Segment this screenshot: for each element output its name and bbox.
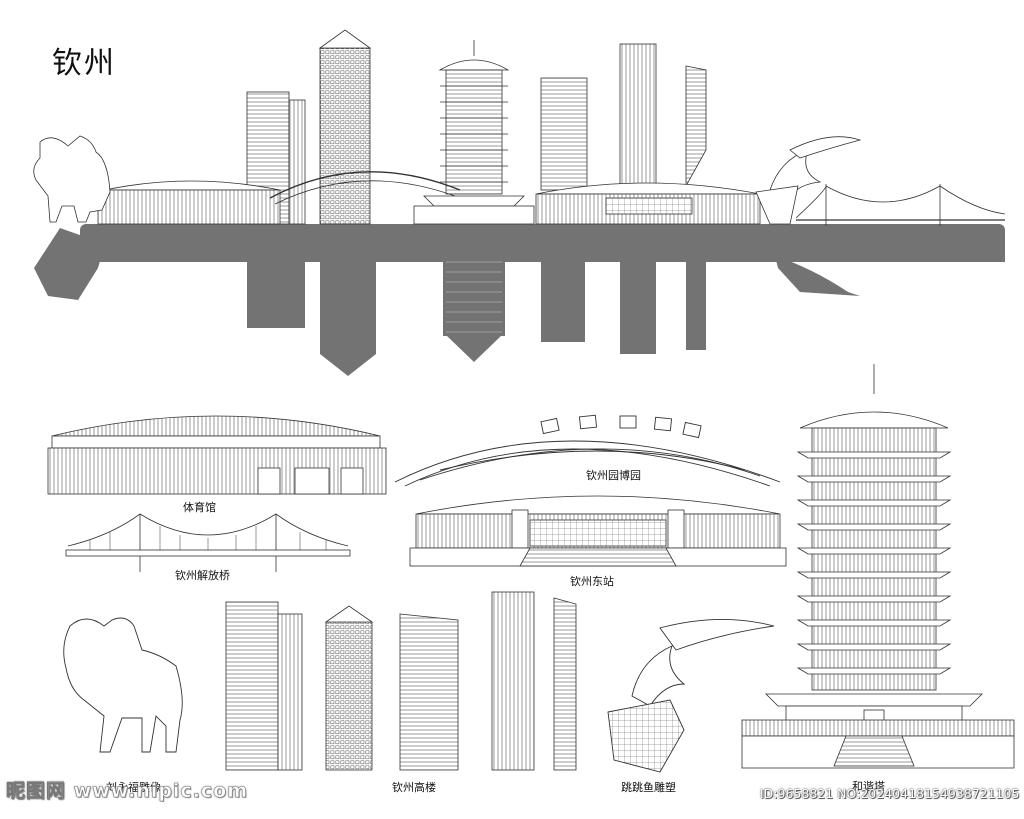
dolphin-label: 跳跳鱼雕塑 bbox=[621, 781, 676, 794]
east-station-label: 钦州东站 bbox=[570, 575, 614, 588]
tower-b bbox=[319, 47, 371, 225]
statue-illustration bbox=[63, 617, 183, 753]
statue-label: 刘永福雕像 bbox=[106, 781, 161, 794]
reflection-pagoda-lines bbox=[446, 261, 502, 333]
expo-arch-illustration bbox=[394, 414, 781, 487]
bridge-label: 钦州解放桥 bbox=[175, 569, 230, 582]
statue-top bbox=[33, 135, 111, 223]
tower-d bbox=[619, 43, 657, 191]
dolphin-illustration bbox=[607, 619, 775, 773]
watermark-id: ID:9658821 NO:20240418154938721105 bbox=[760, 786, 1020, 801]
bridge-illustration bbox=[65, 513, 351, 572]
watermark-site: 昵图网 www.nipic.com bbox=[6, 780, 249, 803]
expo-arch-top bbox=[269, 171, 461, 199]
station-top bbox=[535, 182, 761, 225]
skyline-reflection bbox=[34, 224, 1005, 376]
dolphin-top bbox=[755, 136, 862, 225]
page-title: 钦州 bbox=[52, 46, 116, 81]
top-skyline bbox=[33, 29, 1006, 376]
gym-label: 体育馆 bbox=[183, 501, 216, 514]
expo-park-label: 钦州园博园 bbox=[586, 469, 641, 482]
bridge-top bbox=[795, 184, 1006, 226]
gym-illustration bbox=[47, 415, 387, 495]
gym-top bbox=[97, 180, 281, 225]
station-illustration bbox=[409, 495, 787, 567]
tower-e bbox=[685, 65, 707, 188]
towers-illustration bbox=[225, 591, 577, 771]
tower-c bbox=[540, 77, 588, 191]
pagoda-illustration bbox=[741, 364, 1015, 769]
pagoda-label: 和谐塔 bbox=[852, 780, 885, 793]
towers-label: 钦州高楼 bbox=[392, 781, 436, 794]
pagoda-top bbox=[413, 40, 535, 225]
